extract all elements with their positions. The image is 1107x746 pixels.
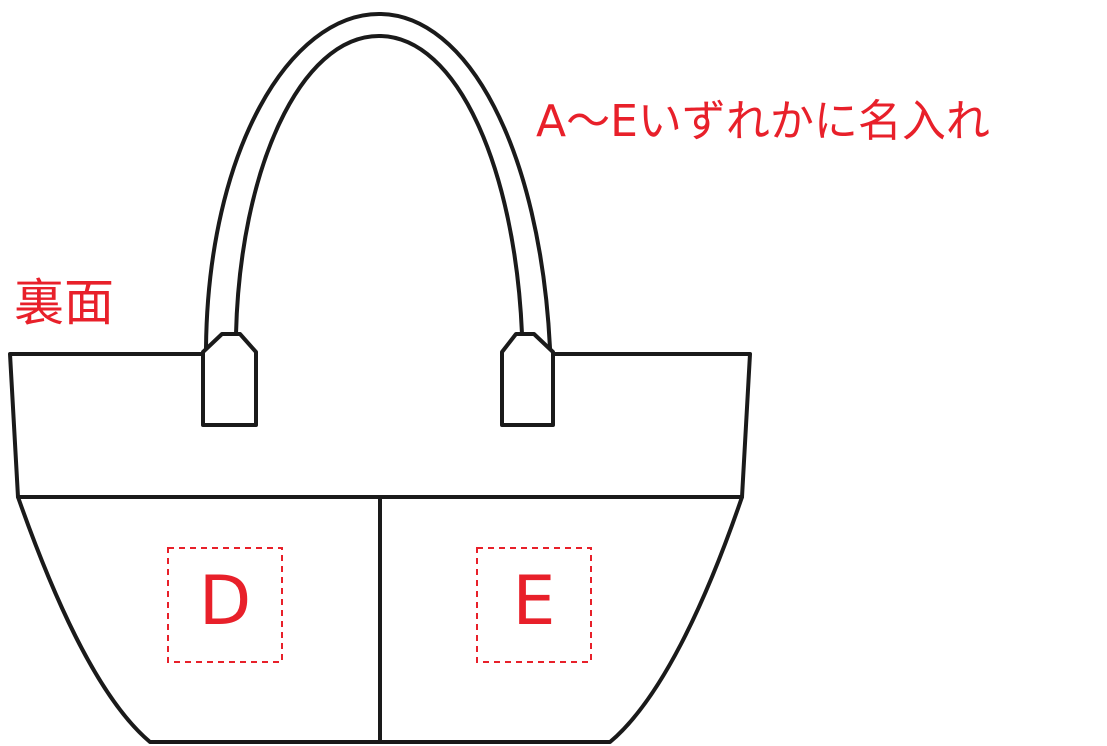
handle-inner-edge bbox=[234, 34, 524, 336]
left-handle-tab bbox=[201, 332, 258, 427]
bag-top-band bbox=[8, 352, 752, 499]
handle-outer-edge bbox=[204, 12, 552, 350]
right-handle-tab bbox=[500, 332, 555, 427]
instruction-label: A〜Eいずれかに名入れ bbox=[536, 96, 990, 147]
slot-d-frame bbox=[167, 547, 283, 663]
slot-d-letter: D bbox=[198, 562, 252, 641]
slot-e-letter: E bbox=[512, 562, 556, 641]
slot-e-frame bbox=[476, 547, 592, 663]
bag-outline-group bbox=[8, 12, 752, 744]
side-label: 裏面 bbox=[14, 274, 114, 332]
